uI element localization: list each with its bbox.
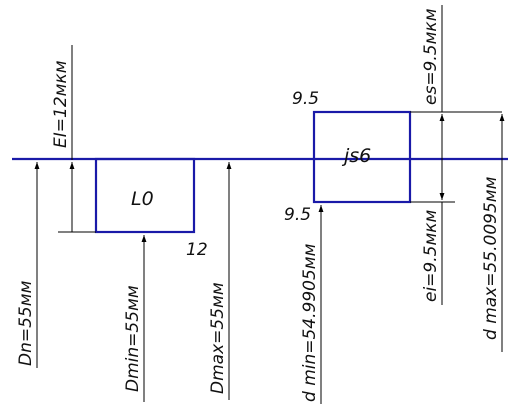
es-shaft-label: es=9.5мкм — [421, 8, 441, 105]
dmax-shaft-label: d max=55.0095мм — [481, 176, 501, 340]
dn-label: Dn=55мм — [16, 280, 36, 366]
hole-zone-lower-value: 12 — [186, 240, 208, 260]
shaft-tolerance-zone — [312, 110, 412, 204]
dmin-hole-label: Dmin=55мм — [123, 285, 143, 392]
ei-shaft-label: ei=9.5мкм — [421, 209, 441, 302]
hole-zone-label: L0 — [131, 188, 154, 210]
shaft-zone-upper-value: 9.5 — [292, 89, 319, 109]
dmax-hole-label: Dmax=55мм — [208, 282, 228, 394]
hole-tolerance-zone — [94, 157, 196, 234]
dmin-shaft-label: d min=54.9905мм — [300, 243, 320, 402]
ei-hole-label: EI=12мкм — [51, 60, 71, 148]
shaft-zone-lower-value: 9.5 — [284, 205, 311, 225]
shaft-zone-label: js6 — [341, 145, 371, 167]
